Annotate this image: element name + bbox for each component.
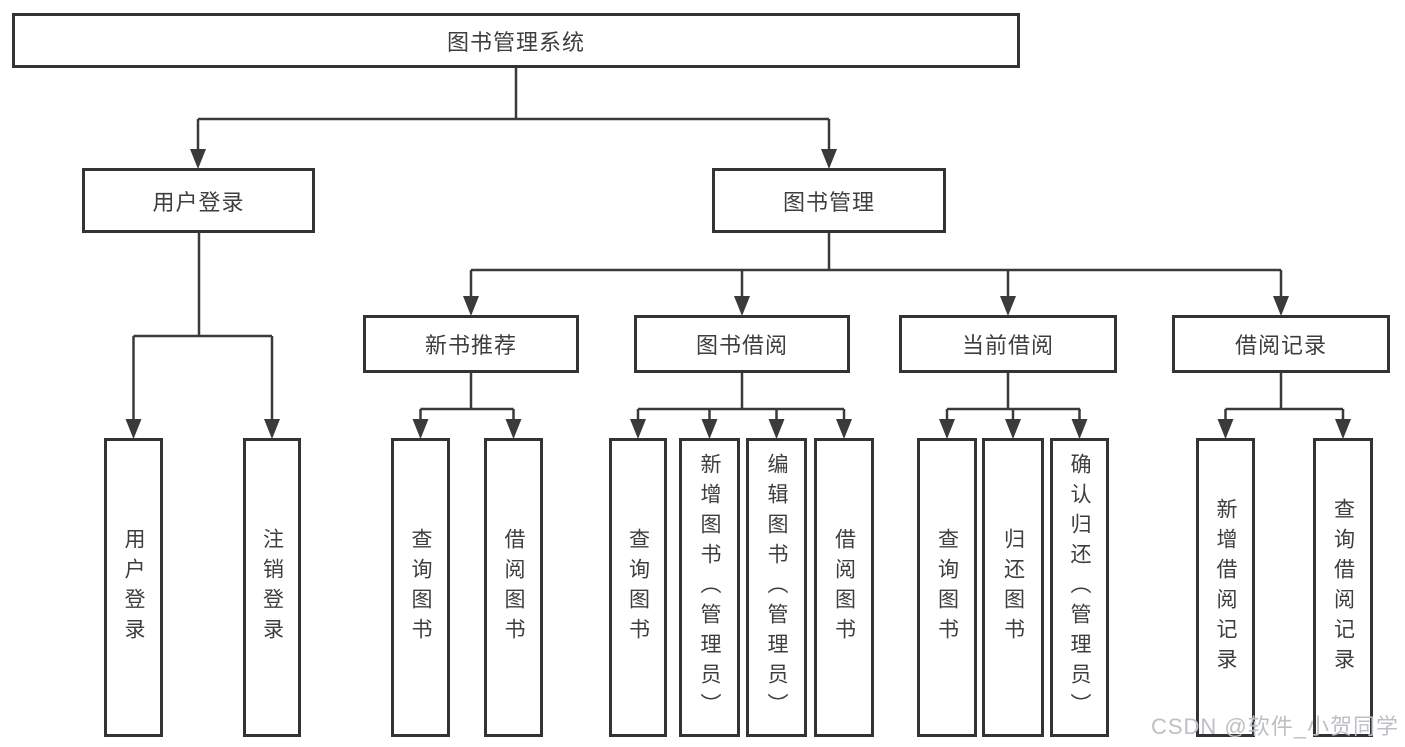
leaf-query-books-borrow: 查询图书	[609, 438, 667, 737]
leaf-label: 用户登录	[122, 527, 145, 648]
leaf-edit-book-admin: 编辑图书（管理员）	[746, 438, 807, 737]
leaf-borrow-books-recommend: 借阅图书	[484, 438, 543, 737]
node-new-book-recommend: 新书推荐	[363, 315, 579, 373]
leaf-add-borrow-record: 新增借阅记录	[1196, 438, 1255, 737]
leaf-label: 编辑图书（管理员）	[765, 452, 788, 723]
leaf-label: 归还图书	[1001, 527, 1025, 648]
node-book-borrow: 图书借阅	[634, 315, 850, 373]
leaf-logout: 注销登录	[243, 438, 301, 737]
leaf-user-login: 用户登录	[104, 438, 163, 737]
leaf-label: 查询图书	[935, 527, 959, 648]
leaf-label: 借阅图书	[502, 527, 525, 648]
leaf-label: 注销登录	[260, 527, 284, 648]
leaf-label: 新增图书（管理员）	[698, 452, 721, 723]
node-book-management: 图书管理	[712, 168, 946, 233]
node-user-login: 用户登录	[82, 168, 315, 233]
leaf-label: 确认归还（管理员）	[1068, 452, 1091, 723]
leaf-query-borrow-record: 查询借阅记录	[1313, 438, 1373, 737]
leaf-add-book-admin: 新增图书（管理员）	[679, 438, 740, 737]
leaf-label: 新增借阅记录	[1214, 497, 1237, 678]
leaf-label: 查询图书	[409, 527, 432, 648]
csdn-watermark: CSDN @软件_小贺同学	[1150, 714, 1399, 739]
leaf-return-book: 归还图书	[982, 438, 1044, 737]
leaf-label: 查询借阅记录	[1331, 497, 1355, 678]
node-current-borrow: 当前借阅	[899, 315, 1117, 373]
leaf-confirm-return-admin: 确认归还（管理员）	[1050, 438, 1109, 737]
leaf-query-books-recommend: 查询图书	[391, 438, 450, 737]
leaf-label: 借阅图书	[832, 527, 856, 648]
leaf-borrow-books: 借阅图书	[814, 438, 874, 737]
leaf-label: 查询图书	[626, 527, 650, 648]
leaf-query-books-current: 查询图书	[917, 438, 977, 737]
node-library-management-system: 图书管理系统	[12, 13, 1020, 68]
node-borrow-records: 借阅记录	[1172, 315, 1390, 373]
